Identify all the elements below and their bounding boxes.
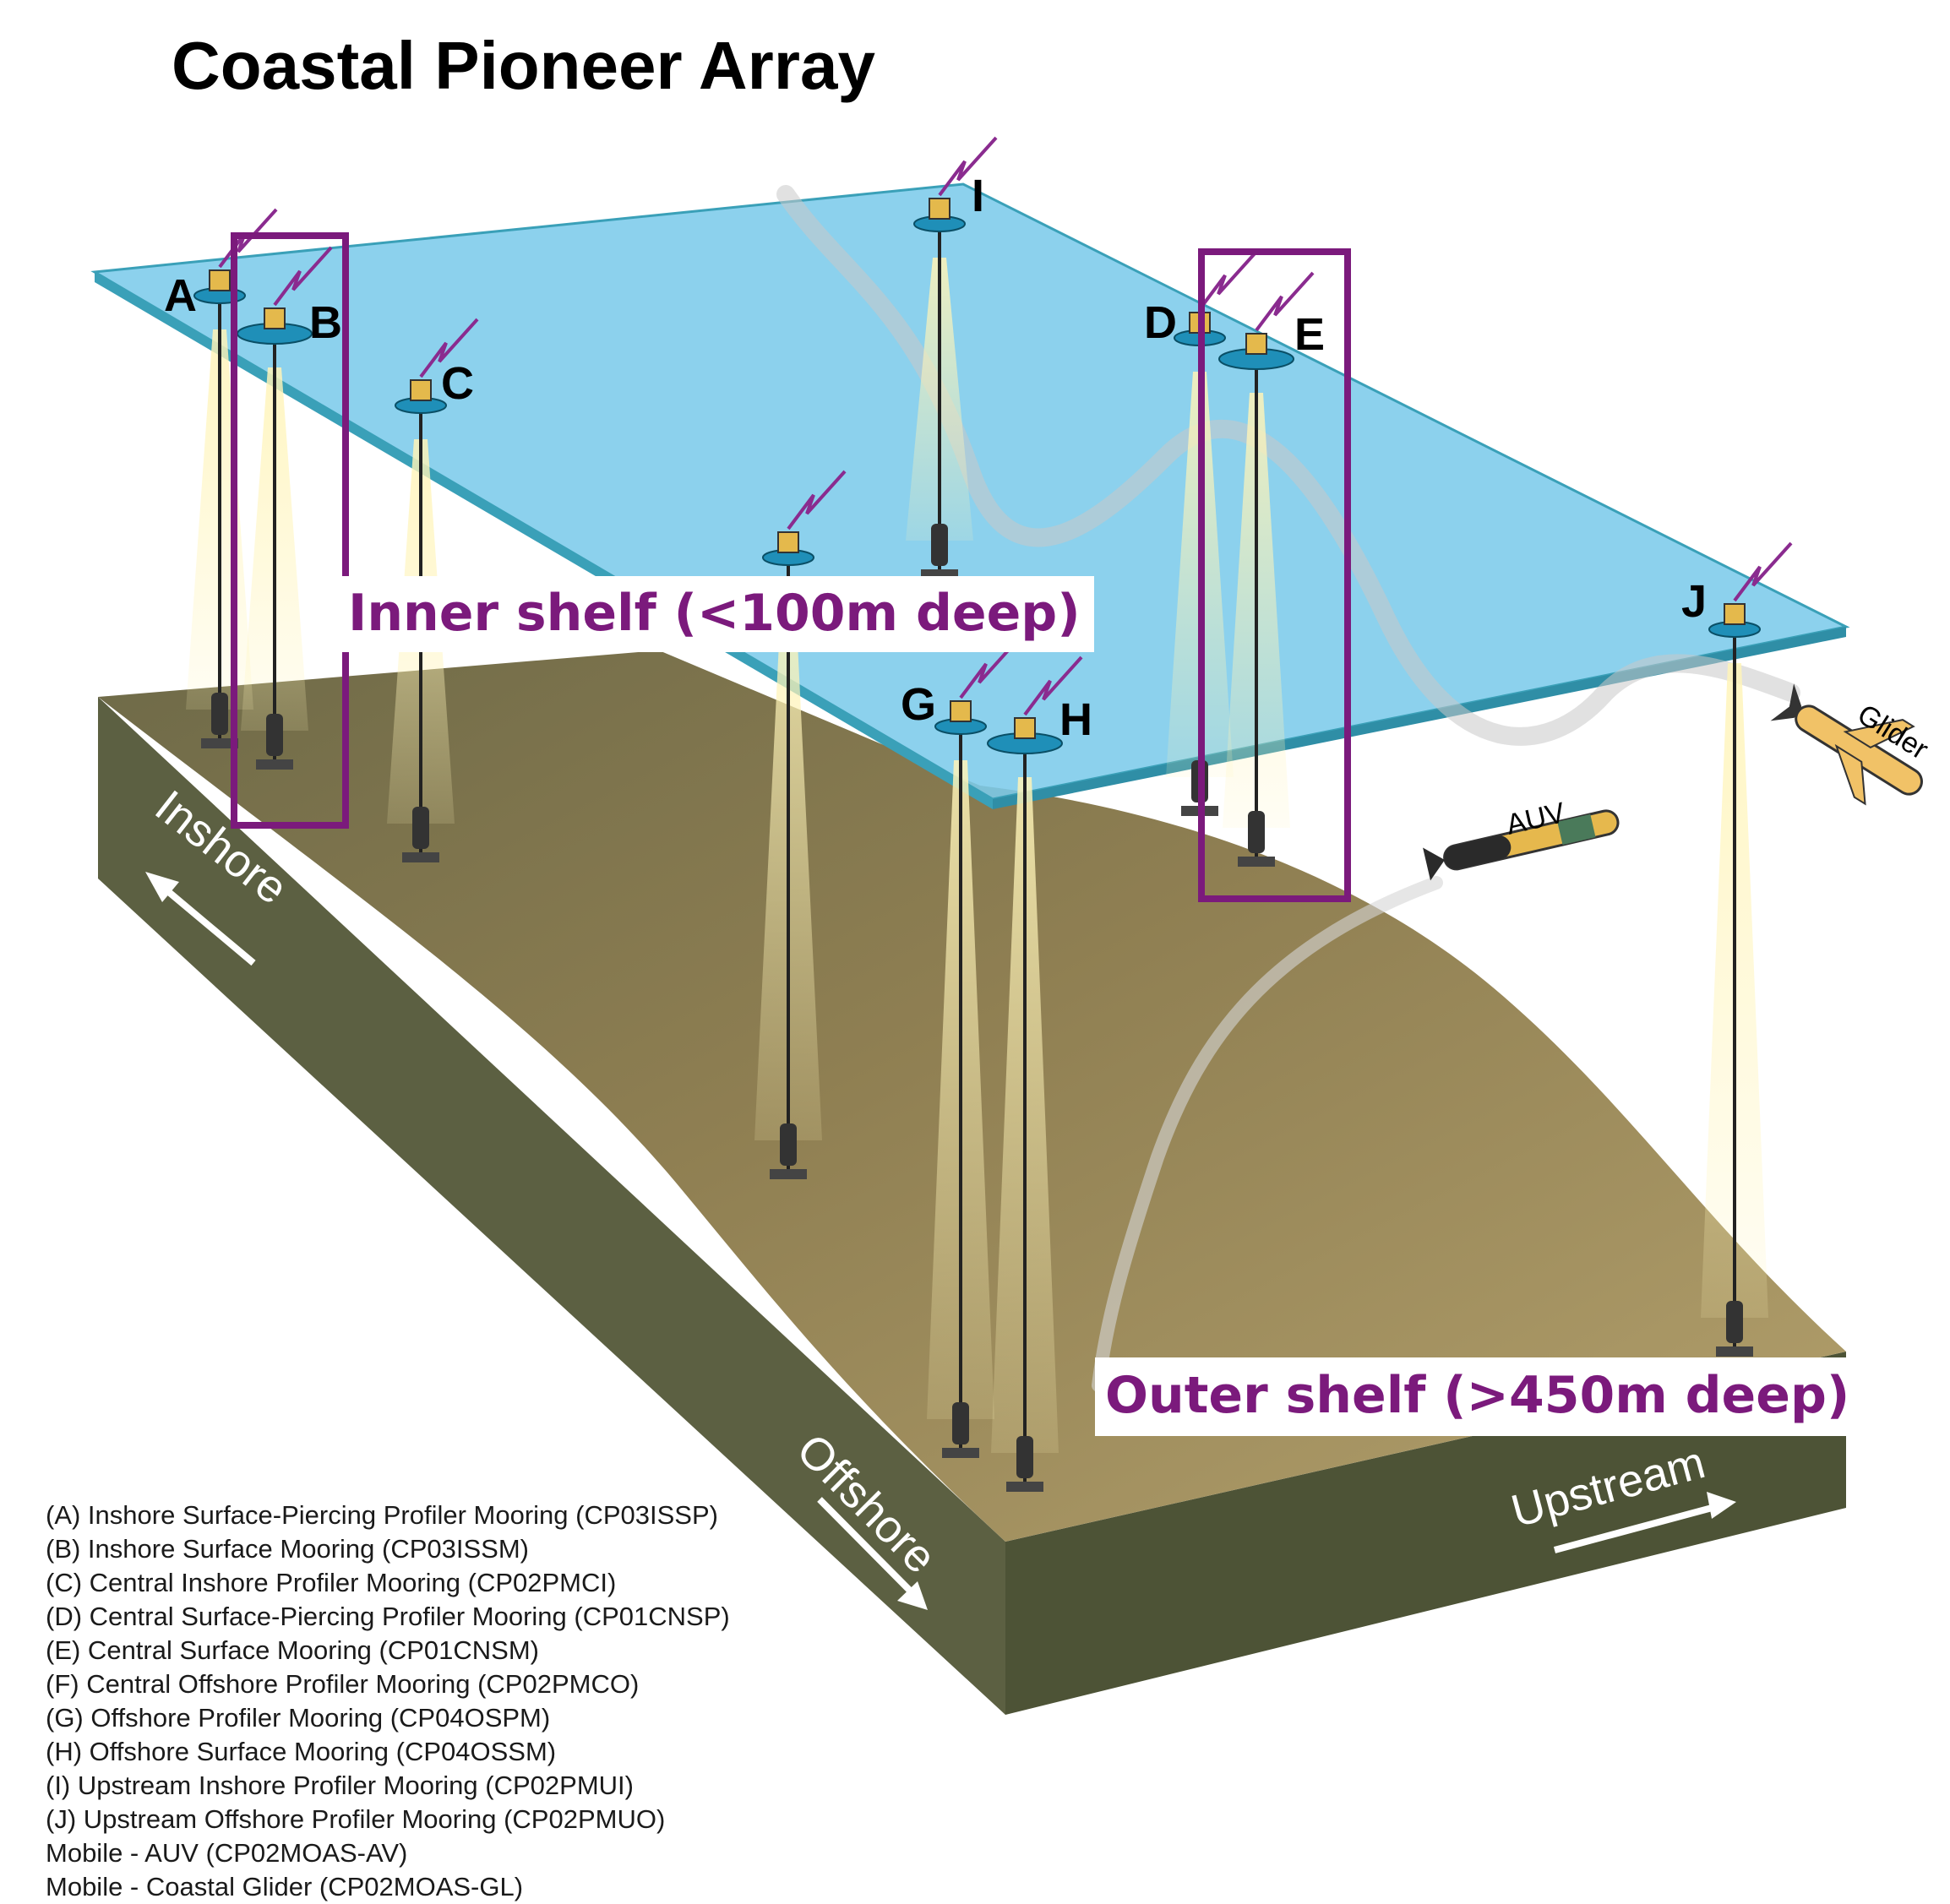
anchor-weight bbox=[780, 1123, 797, 1166]
mooring-label-j: J bbox=[1681, 576, 1707, 627]
anchor-weight bbox=[952, 1402, 969, 1444]
buoy-tower bbox=[950, 701, 971, 721]
anchor bbox=[1006, 1482, 1043, 1492]
outer-shelf-label: Outer shelf (>450m deep) bbox=[1095, 1357, 1846, 1436]
anchor-weight bbox=[1726, 1301, 1743, 1343]
legend-item: (G) Offshore Profiler Mooring (CP04OSPM) bbox=[46, 1701, 730, 1735]
buoy-tower bbox=[1724, 604, 1745, 624]
buoy-tower bbox=[929, 199, 950, 219]
legend-item: (C) Central Inshore Profiler Mooring (CP… bbox=[46, 1566, 730, 1600]
legend-item: Mobile - AUV (CP02MOAS-AV) bbox=[46, 1836, 730, 1870]
anchor bbox=[942, 1448, 979, 1458]
mooring-label-a: A bbox=[164, 270, 197, 321]
legend-item: (D) Central Surface-Piercing Profiler Mo… bbox=[46, 1600, 730, 1634]
anchor-weight bbox=[1016, 1436, 1033, 1478]
anchor-weight bbox=[931, 524, 948, 566]
legend-item: Mobile - Coastal Glider (CP02MOAS-GL) bbox=[46, 1870, 730, 1904]
buoy-tower bbox=[778, 532, 798, 552]
legend-item: (B) Inshore Surface Mooring (CP03ISSM) bbox=[46, 1532, 730, 1566]
legend-item: (A) Inshore Surface-Piercing Profiler Mo… bbox=[46, 1499, 730, 1532]
mooring-label-e: E bbox=[1294, 309, 1325, 360]
legend: (A) Inshore Surface-Piercing Profiler Mo… bbox=[46, 1499, 730, 1904]
anchor-weight bbox=[266, 714, 283, 756]
anchor bbox=[770, 1169, 807, 1179]
mooring-label-i: I bbox=[972, 171, 984, 221]
mooring-label-c: C bbox=[441, 358, 474, 409]
anchor bbox=[1716, 1346, 1753, 1357]
anchor-weight bbox=[1248, 811, 1265, 853]
buoy-tower bbox=[411, 380, 431, 400]
mooring-label-g: G bbox=[901, 679, 936, 730]
mooring-label-h: H bbox=[1059, 694, 1092, 745]
anchor bbox=[1238, 857, 1275, 867]
anchor-weight bbox=[211, 693, 228, 735]
mooring-label-b: B bbox=[309, 297, 342, 348]
anchor bbox=[256, 759, 293, 770]
buoy-tower bbox=[1246, 334, 1266, 354]
buoy-tower bbox=[264, 308, 285, 329]
anchor-weight bbox=[412, 807, 429, 849]
page-title: Coastal Pioneer Array bbox=[172, 27, 875, 105]
inner-shelf-label: Inner shelf (<100m deep) bbox=[340, 576, 1094, 652]
buoy-tower bbox=[210, 270, 230, 291]
mooring-label-d: D bbox=[1144, 297, 1177, 348]
buoy-tower bbox=[1015, 718, 1035, 738]
legend-item: (H) Offshore Surface Mooring (CP04OSSM) bbox=[46, 1735, 730, 1769]
legend-item: (F) Central Offshore Profiler Mooring (C… bbox=[46, 1667, 730, 1701]
legend-item: (E) Central Surface Mooring (CP01CNSM) bbox=[46, 1634, 730, 1667]
legend-item: (J) Upstream Offshore Profiler Mooring (… bbox=[46, 1803, 730, 1836]
anchor bbox=[402, 852, 439, 862]
telemetry-signal bbox=[1200, 252, 1256, 309]
legend-item: (I) Upstream Inshore Profiler Mooring (C… bbox=[46, 1769, 730, 1803]
